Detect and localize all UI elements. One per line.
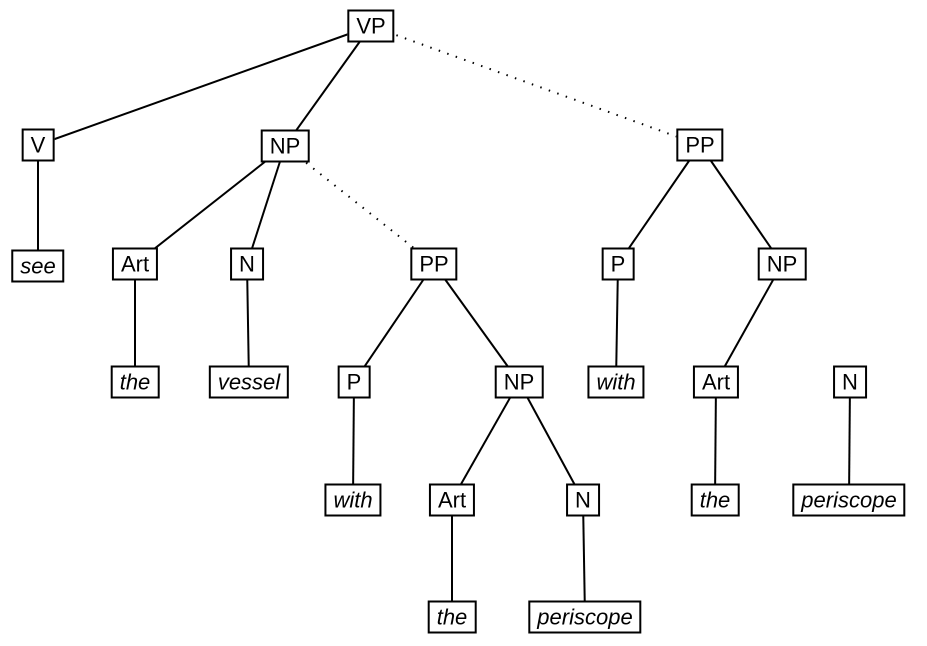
edge-pp2-np3 xyxy=(699,144,783,265)
node-see: see xyxy=(11,249,65,283)
node-np1: NP xyxy=(260,129,310,163)
edge-np1-art1 xyxy=(134,145,286,265)
edge-n1-vessel xyxy=(246,263,250,383)
node-np2: NP xyxy=(494,365,544,399)
node-np3: NP xyxy=(757,247,807,281)
edge-art3-the3 xyxy=(714,381,717,501)
edge-np3-art3 xyxy=(715,263,783,383)
edge-p1-with1 xyxy=(352,381,355,501)
edge-vp-np1 xyxy=(284,25,372,147)
edge-pp1-np2 xyxy=(433,263,520,383)
node-the2: the xyxy=(427,600,477,634)
node-n3: N xyxy=(833,365,867,399)
node-n2: N xyxy=(566,483,600,517)
node-p1: P xyxy=(337,365,371,399)
node-the1: the xyxy=(110,365,160,399)
node-periscope1: periscope xyxy=(528,600,642,634)
edge-pp2-p2 xyxy=(617,144,701,265)
node-with1: with xyxy=(324,483,382,517)
node-pp2: PP xyxy=(676,128,724,162)
edge-np1-n1 xyxy=(246,145,286,265)
node-vessel: vessel xyxy=(208,365,290,399)
edge-np2-n2 xyxy=(518,381,584,501)
edge-p2-with2 xyxy=(615,263,619,383)
node-vp: VP xyxy=(347,9,395,43)
node-with2: with xyxy=(587,365,645,399)
node-art1: Art xyxy=(111,247,159,281)
edge-vp-v xyxy=(37,25,372,146)
edge-n3-periscope2 xyxy=(848,381,851,501)
node-v: V xyxy=(21,128,55,162)
edge-vp-pp2 xyxy=(370,25,701,146)
node-art3: Art xyxy=(692,365,740,399)
node-periscope2: periscope xyxy=(792,483,906,517)
edge-pp1-p1 xyxy=(353,263,435,383)
node-the3: the xyxy=(690,483,740,517)
node-art2: Art xyxy=(428,483,476,517)
node-pp1: PP xyxy=(410,247,458,281)
node-p2: P xyxy=(601,247,635,281)
node-n1: N xyxy=(230,247,264,281)
edge-np1-pp1 xyxy=(284,145,435,265)
edge-n2-periscope1 xyxy=(582,499,586,618)
edge-np2-art2 xyxy=(451,381,520,501)
